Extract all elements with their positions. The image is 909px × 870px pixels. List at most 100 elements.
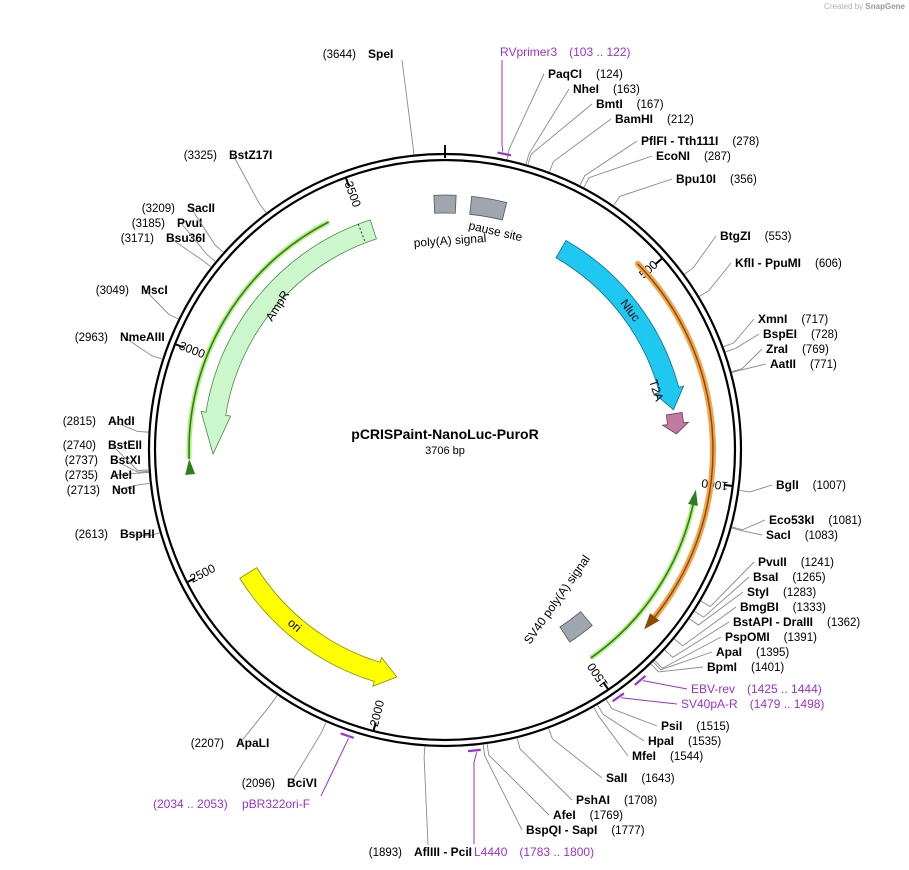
site-apali: ApaLI(2207): [191, 694, 278, 750]
primer-leader-line: [320, 738, 349, 797]
site-position: (1893): [369, 847, 402, 859]
site-position: (3049): [96, 285, 129, 297]
site-position: (2815): [63, 416, 96, 428]
site-leader-line: [113, 471, 149, 476]
site-name: SpeI: [368, 47, 393, 61]
site-leader-line: [144, 289, 179, 320]
site-leader-line: [731, 363, 767, 374]
site-bgli: BglI(1007): [739, 478, 846, 493]
t2a-label: T2A: [646, 378, 666, 403]
site-bsu36i: Bsu36I (3171): [121, 231, 212, 268]
site-name: SacII: [187, 201, 215, 215]
site-name: BmgBI: [740, 600, 779, 614]
site-mfei: MfeI(1544): [593, 706, 703, 763]
plasmid-name: pCRISPaint-NanoLuc-PuroR: [351, 426, 538, 442]
site-position: (1362): [827, 617, 860, 629]
site-name: BspHI: [120, 527, 155, 541]
site-leader-line: [654, 636, 722, 669]
site-styi: StyI(1283): [689, 585, 816, 626]
site-position: (3644): [323, 49, 356, 61]
site-bstapi-draiii: BstAPI - DraIII (1362): [664, 615, 860, 658]
site-name: StyI: [747, 585, 769, 599]
site-pvuii: PvuII(1241): [700, 555, 834, 608]
site-leader-line: [290, 721, 327, 784]
site-position: (167): [637, 99, 664, 111]
site-position: (3171): [121, 233, 154, 245]
site-bmgbi: BmgBI(1333): [673, 600, 826, 647]
site-leader-line: [401, 59, 415, 155]
site-leader-line: [190, 207, 224, 253]
site-leader-line: [549, 118, 612, 173]
site-position: (2096): [242, 778, 275, 790]
site-leader-line: [597, 704, 645, 742]
site-name: NheI: [573, 82, 599, 96]
site-leader-line: [689, 591, 744, 626]
site-leader-line: [527, 103, 593, 165]
site-name: BspQI - SapI: [526, 823, 597, 837]
tick-label: 2500: [188, 561, 218, 586]
tick-1000: [723, 483, 732, 487]
site-leader-line: [482, 744, 523, 831]
site-bspei: BspEI(728): [725, 327, 838, 353]
site-name: BstZ17I: [229, 148, 272, 162]
primers: RVprimer3 (103 .. 122) EBV-rev(1425 .. 144…: [153, 45, 824, 859]
plasmid-length: 3706 bp: [425, 445, 465, 457]
site-position: (2207): [191, 738, 224, 750]
site-bcivi: BciVI(2096): [242, 721, 327, 790]
site-position: (1395): [756, 647, 789, 659]
site-leader-line: [731, 348, 763, 373]
site-position: (2713): [67, 485, 100, 497]
primer-name: RVprimer3: [500, 45, 557, 59]
site-leader-line: [593, 706, 629, 757]
site-position: (278): [732, 136, 759, 148]
site-name: ApaI: [716, 645, 742, 659]
site-name: PaqCI: [548, 67, 582, 81]
site-position: (212): [667, 114, 694, 126]
site-leader-line: [169, 237, 212, 268]
site-pflfi-tth111i: PflFI - Tth111I(278): [579, 134, 759, 186]
site-name: NotI: [112, 483, 135, 497]
primer-leader-line: [501, 60, 504, 152]
polya-signal-label: poly(A) signal: [413, 231, 487, 250]
site-alei: AleI(2735): [65, 468, 149, 482]
site-position: (769): [802, 344, 829, 356]
primer-ebv-rev: EBV-rev(1425 .. 1444): [634, 675, 822, 696]
site-bpu10i: Bpu10I(356): [613, 172, 757, 206]
site-bsphi: BspHI (2613): [75, 527, 160, 541]
site-pshai: PshAI(1708): [516, 737, 657, 807]
site-afliii-pcii: AflIII - PciI(1893): [369, 746, 472, 859]
site-sacii: SacII(3209): [142, 201, 224, 253]
primer-mark: [611, 692, 625, 703]
tick-label: 1000: [700, 476, 729, 493]
site-position: (2963): [75, 332, 108, 344]
primer-range: (103 .. 122): [569, 45, 630, 59]
snapgene-logo: SnapGene: [865, 2, 905, 11]
site-bstz17i: BstZ17I(3325): [184, 148, 272, 214]
site-name: BglI: [776, 478, 799, 492]
site-name: ZraI: [766, 342, 788, 356]
site-psii: PsiI(1515): [605, 699, 730, 733]
primer-leader-line: [621, 697, 678, 705]
site-zrai: ZraI (769): [731, 342, 829, 373]
site-position: (553): [765, 231, 792, 243]
site-name: XmnI: [758, 312, 787, 326]
site-name: PshAI: [576, 793, 610, 807]
site-position: (2613): [75, 529, 108, 541]
ampr-feature: [200, 219, 377, 456]
site-name: PspOMI: [725, 630, 770, 644]
site-leader-line: [486, 743, 550, 816]
tick-1500: [602, 681, 609, 690]
site-name: Bsu36I: [166, 231, 205, 245]
primer-sv40pa-r: SV40pA-R(1479 .. 1498): [611, 692, 824, 711]
tick-label: 2000: [367, 698, 387, 728]
primer-range: (1425 .. 1444): [747, 682, 822, 696]
orange-track-core: [637, 263, 714, 623]
site-position: (287): [704, 151, 731, 163]
site-spei: SpeI (3644): [323, 47, 415, 155]
site-name: BpmI: [707, 660, 737, 674]
site-nhei: NheI(163): [525, 82, 640, 165]
site-sali: SalI(1643): [548, 728, 675, 785]
site-name: NmeAIII: [120, 330, 165, 344]
site-name: BstAPI - DraIII: [733, 615, 813, 629]
site-leader-line: [673, 606, 737, 647]
